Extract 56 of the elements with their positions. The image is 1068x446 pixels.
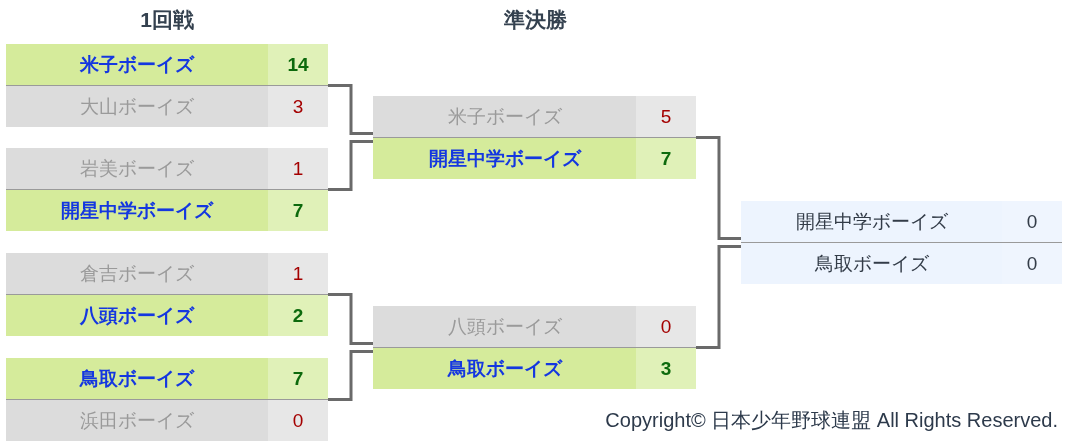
match-box <box>741 201 1062 284</box>
bracket-line <box>328 84 373 135</box>
score-cell: 2 <box>268 295 328 336</box>
team-row <box>6 253 328 294</box>
score-cell: 7 <box>636 138 696 179</box>
match-box <box>6 44 328 127</box>
score-cell: 7 <box>268 358 328 399</box>
team-row <box>6 295 328 336</box>
score-cell: 3 <box>268 86 328 127</box>
team-row <box>741 243 1062 284</box>
bracket-line <box>696 136 741 240</box>
team-name: 鳥取ボーイズ <box>814 252 929 275</box>
score-cell: 14 <box>268 44 328 85</box>
team-name: 岩美ボーイズ <box>80 157 194 180</box>
team-row <box>6 86 328 127</box>
team-row <box>373 306 696 347</box>
team-name: 大山ボーイズ <box>80 95 194 118</box>
team-row <box>6 358 328 399</box>
team-name: 開星中学ボーイズ <box>428 147 581 170</box>
team-name: 開星中学ボーイズ <box>795 210 948 233</box>
team-name: 開星中学ボーイズ <box>61 199 213 222</box>
score-cell: 0 <box>636 306 696 347</box>
bracket-line <box>328 350 373 401</box>
score-cell: 7 <box>268 190 328 231</box>
match-box <box>373 306 696 389</box>
bracket-line <box>328 293 373 345</box>
bracket-line <box>696 245 741 349</box>
match-box <box>6 358 328 441</box>
team-row <box>373 96 696 137</box>
team-row <box>6 44 328 85</box>
team-name: 八頭ボーイズ <box>80 304 194 327</box>
team-row <box>6 400 328 441</box>
score-cell: 5 <box>636 96 696 137</box>
score-cell: 3 <box>636 348 696 389</box>
match-box <box>6 253 328 336</box>
team-name: 米子ボーイズ <box>447 105 562 128</box>
round-heading: 1回戦 <box>140 7 194 33</box>
round-heading: 準決勝 <box>503 7 567 33</box>
copyright-notice: Copyright© 日本少年野球連盟 All Rights Reserved. <box>605 408 1058 433</box>
team-name: 鳥取ボーイズ <box>447 357 562 380</box>
score-cell: 1 <box>268 253 328 294</box>
team-name: 鳥取ボーイズ <box>80 367 194 390</box>
team-row <box>6 148 328 189</box>
team-row <box>373 348 696 389</box>
score-cell: 0 <box>268 400 328 441</box>
match-box <box>373 96 696 179</box>
score-cell: 1 <box>268 148 328 189</box>
team-name: 浜田ボーイズ <box>80 409 194 432</box>
team-row <box>741 201 1062 242</box>
team-name: 倉吉ボーイズ <box>80 262 194 285</box>
team-name: 米子ボーイズ <box>80 53 194 76</box>
bracket-line <box>328 140 373 191</box>
match-box <box>6 148 328 231</box>
team-row <box>373 138 696 179</box>
team-name: 八頭ボーイズ <box>447 315 562 338</box>
team-row <box>6 190 328 231</box>
